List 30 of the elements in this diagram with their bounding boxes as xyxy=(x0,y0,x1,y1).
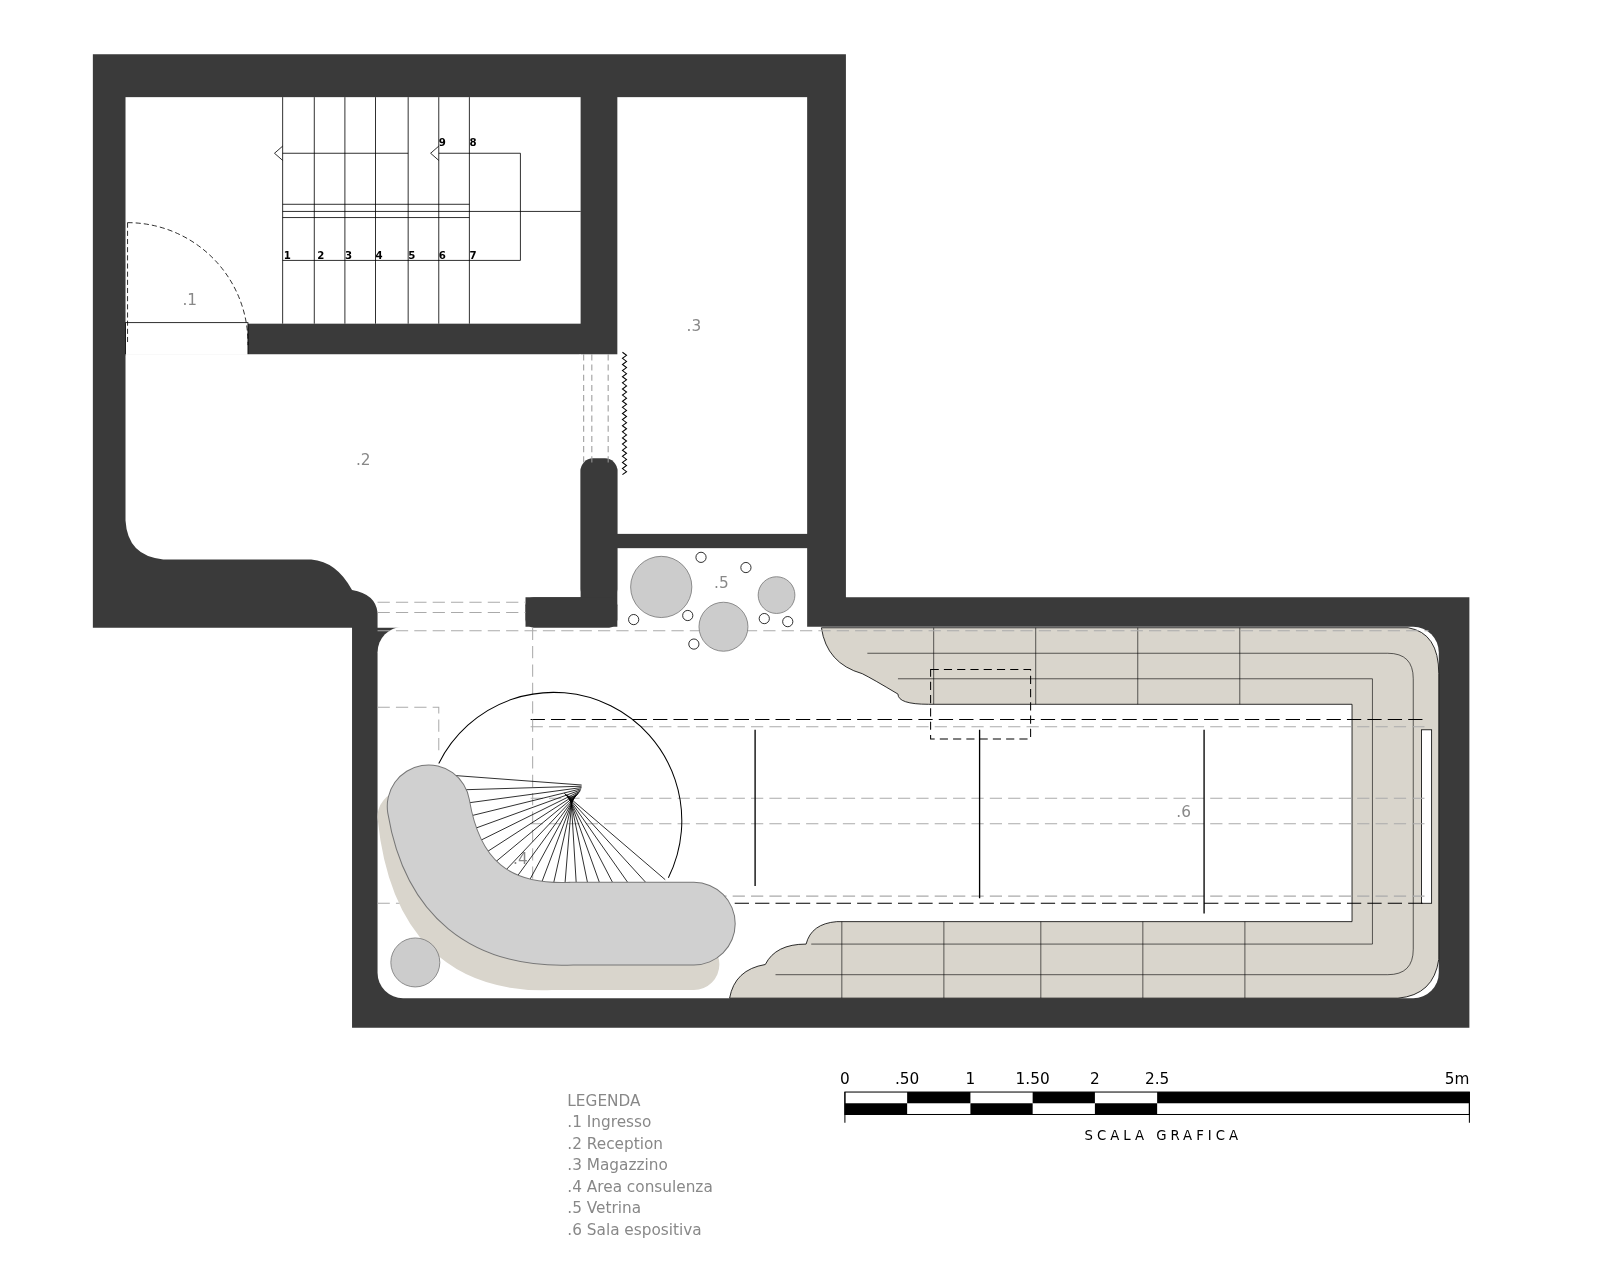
legend-item: .3 Magazzino xyxy=(567,1158,668,1174)
step-number: 8 xyxy=(469,137,477,148)
scale-label: 0 xyxy=(840,1071,850,1088)
room-number: .5 xyxy=(714,576,729,592)
step-number: 6 xyxy=(438,251,446,262)
room-number: .6 xyxy=(1176,805,1191,821)
step-number: 5 xyxy=(408,251,416,262)
legend-heading: LEGENDA xyxy=(567,1094,641,1110)
room-number: .4 xyxy=(513,852,528,868)
scale-label: .50 xyxy=(895,1071,920,1088)
step-number: 7 xyxy=(469,251,477,262)
step-number: 2 xyxy=(317,251,325,262)
room-number: .1 xyxy=(182,293,198,309)
legend-item: .1 Ingresso xyxy=(567,1115,652,1132)
step-number: 9 xyxy=(438,137,446,148)
step-number: 1 xyxy=(283,251,291,262)
step-number: 3 xyxy=(344,251,352,262)
legend-item: .5 Vetrina xyxy=(567,1201,642,1217)
legend-item: .2 Reception xyxy=(567,1137,663,1153)
room-number: .3 xyxy=(686,318,702,335)
room-number: .2 xyxy=(355,453,371,469)
legend-item: .4 Area consulenza xyxy=(567,1180,713,1196)
scale-label: 1.50 xyxy=(1015,1071,1050,1088)
step-number: 4 xyxy=(375,251,383,262)
scale-label: 1 xyxy=(965,1071,976,1088)
legend-item: .6 Sala espositiva xyxy=(567,1222,702,1239)
scale-label: 2 xyxy=(1090,1071,1100,1088)
scale-label: 2.5 xyxy=(1145,1071,1170,1088)
scale-label: 5m xyxy=(1444,1071,1470,1088)
scale-caption: SCALA GRAFICA xyxy=(1084,1129,1242,1143)
